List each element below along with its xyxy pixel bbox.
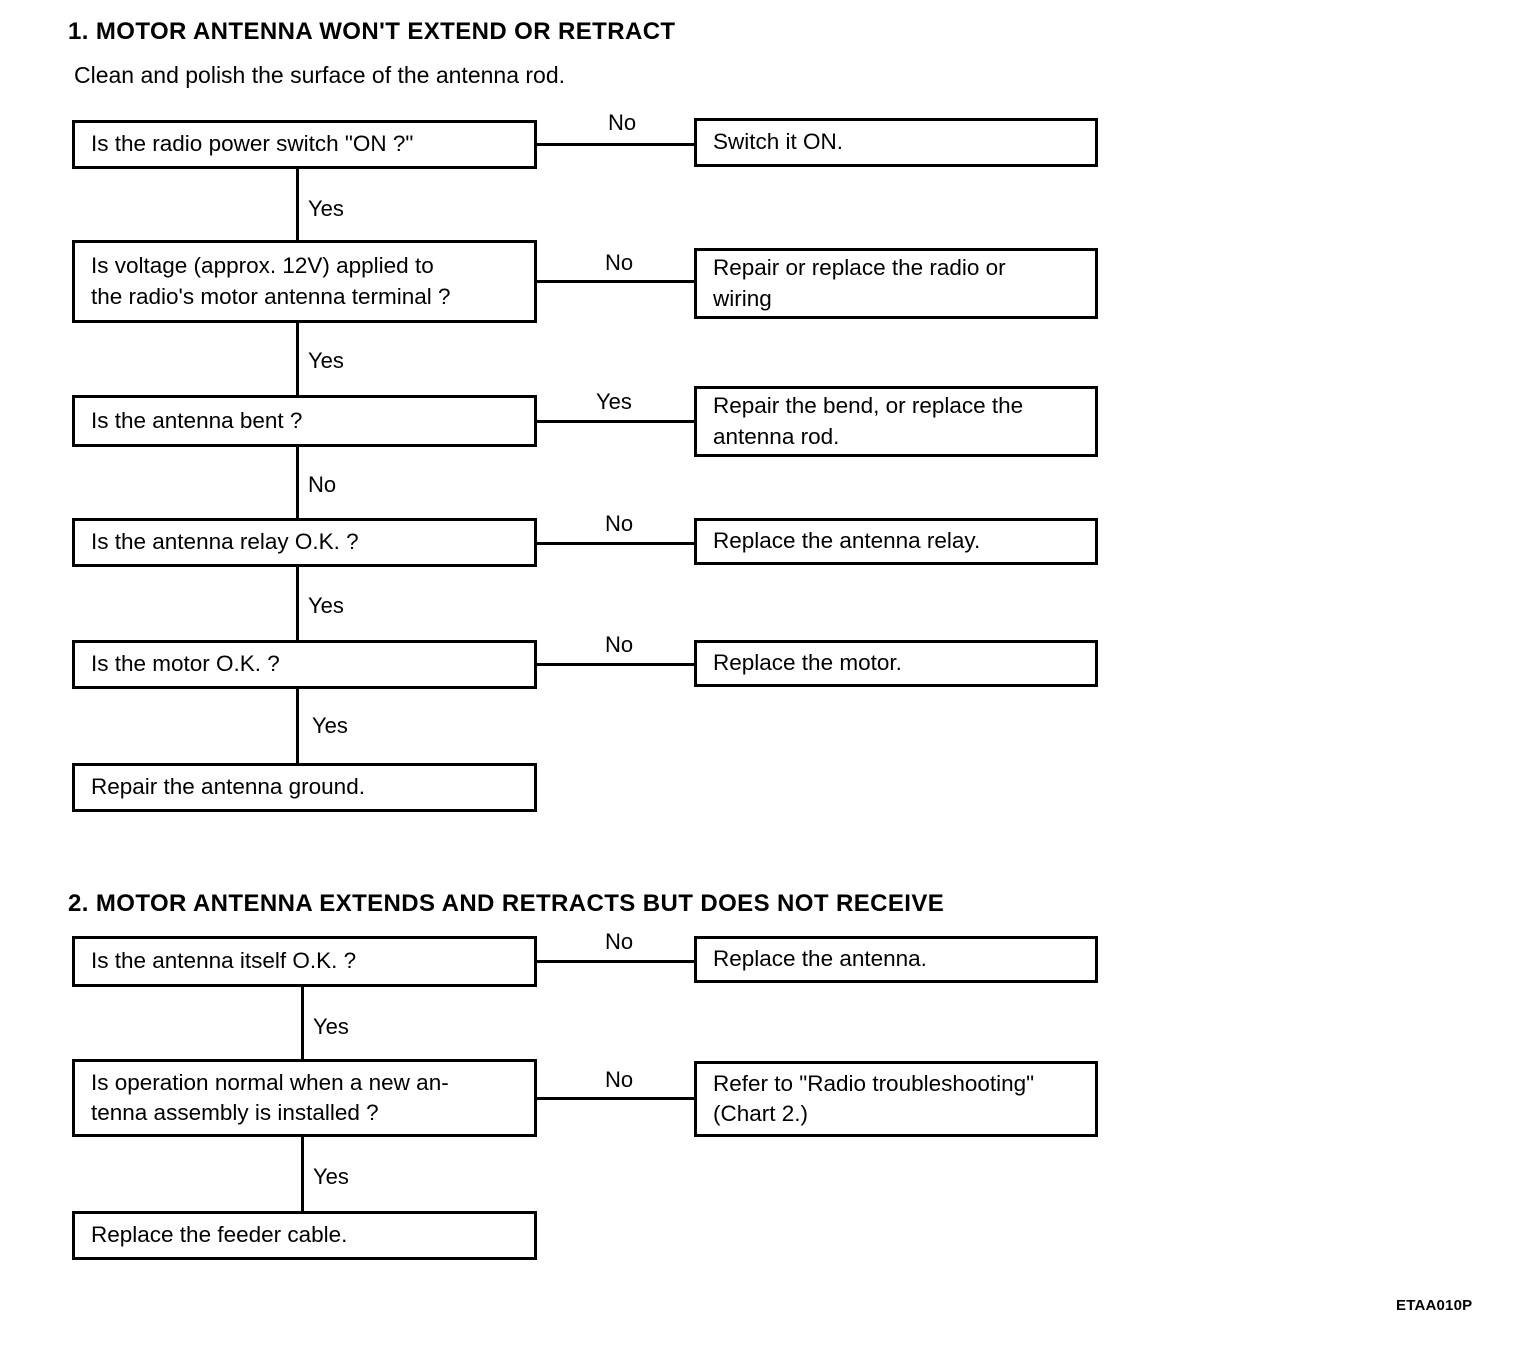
branch-line-4	[537, 542, 694, 545]
branch-label-2: No	[605, 250, 634, 275]
branch-label-3: Yes	[596, 389, 632, 414]
action-text: Replace the motor.	[713, 650, 902, 676]
branch-line-6	[537, 960, 694, 963]
decision-text: Is operation normal when a new an- tenna…	[91, 1069, 449, 1125]
action-text: Replace the feeder cable.	[91, 1222, 348, 1248]
decision-box-antenna-bent: Is the antenna bent ?	[72, 395, 537, 447]
branch-label-7: No	[605, 1067, 634, 1092]
branch-line-7	[537, 1097, 694, 1100]
flow-label-5: Yes	[312, 713, 348, 738]
action-text: Replace the antenna relay.	[713, 528, 981, 554]
flow-line-4	[296, 567, 299, 640]
flow-label-1: Yes	[308, 196, 344, 221]
footer-reference-code: ETAA010P	[1396, 1297, 1473, 1314]
decision-text: Is the motor O.K. ?	[91, 651, 280, 677]
flow-label-2: Yes	[308, 348, 344, 373]
flow-label-7: Yes	[313, 1164, 349, 1189]
flow-line-3	[296, 447, 299, 519]
section-2-title: 2. MOTOR ANTENNA EXTENDS AND RETRACTS BU…	[68, 890, 945, 917]
decision-text: Is the antenna bent ?	[91, 407, 303, 433]
section-1-lead-text: Clean and polish the surface of the ante…	[74, 62, 566, 88]
branch-label-1: No	[608, 110, 637, 135]
branch-label-4: No	[605, 511, 634, 536]
action-text: Repair or replace the radio or wiring	[713, 255, 1006, 311]
decision-box-operation-normal-new-antenna: Is operation normal when a new an- tenna…	[72, 1059, 537, 1137]
decision-box-radio-power-switch: Is the radio power switch "ON ?"	[72, 120, 537, 169]
branch-line-5	[537, 663, 694, 666]
decision-text: Is the radio power switch "ON ?"	[91, 131, 414, 157]
action-box-repair-replace-radio: Repair or replace the radio or wiring	[694, 248, 1098, 319]
action-box-replace-antenna: Replace the antenna.	[694, 936, 1098, 983]
flow-line-2	[296, 323, 299, 395]
flow-label-3: No	[308, 472, 337, 497]
decision-box-voltage-applied: Is voltage (approx. 12V) applied to the …	[72, 240, 537, 323]
decision-text: Is the antenna relay O.K. ?	[91, 529, 359, 555]
action-box-replace-antenna-relay: Replace the antenna relay.	[694, 518, 1098, 565]
action-text: Replace the antenna.	[713, 946, 927, 972]
action-text: Refer to "Radio troubleshooting" (Chart …	[713, 1070, 1035, 1126]
decision-box-antenna-relay: Is the antenna relay O.K. ?	[72, 518, 537, 567]
decision-box-motor-ok: Is the motor O.K. ?	[72, 640, 537, 689]
action-text: Repair the bend, or replace the antenna …	[713, 393, 1024, 449]
action-box-repair-antenna-ground: Repair the antenna ground.	[72, 763, 537, 812]
action-box-switch-it-on: Switch it ON.	[694, 118, 1098, 167]
branch-label-5: No	[605, 632, 634, 657]
decision-text: Is voltage (approx. 12V) applied to the …	[91, 253, 451, 309]
decision-box-antenna-itself-ok: Is the antenna itself O.K. ?	[72, 936, 537, 987]
action-text: Repair the antenna ground.	[91, 774, 365, 800]
flow-line-6	[301, 987, 304, 1059]
action-text: Switch it ON.	[713, 129, 844, 155]
branch-line-1	[537, 143, 694, 146]
action-box-replace-motor: Replace the motor.	[694, 640, 1098, 687]
branch-line-2	[537, 280, 694, 283]
flow-line-1	[296, 169, 299, 240]
decision-text: Is the antenna itself O.K. ?	[91, 948, 357, 974]
flow-line-7	[301, 1137, 304, 1211]
branch-label-6: No	[605, 929, 634, 954]
action-box-replace-feeder-cable: Replace the feeder cable.	[72, 1211, 537, 1260]
flow-label-4: Yes	[308, 593, 344, 618]
action-box-refer-radio-troubleshooting: Refer to "Radio troubleshooting" (Chart …	[694, 1061, 1098, 1137]
action-box-repair-bend: Repair the bend, or replace the antenna …	[694, 386, 1098, 457]
branch-line-3	[537, 420, 694, 423]
flow-label-6: Yes	[313, 1014, 349, 1039]
flow-line-5	[296, 689, 299, 763]
section-1-title: 1. MOTOR ANTENNA WON'T EXTEND OR RETRACT	[68, 18, 676, 45]
